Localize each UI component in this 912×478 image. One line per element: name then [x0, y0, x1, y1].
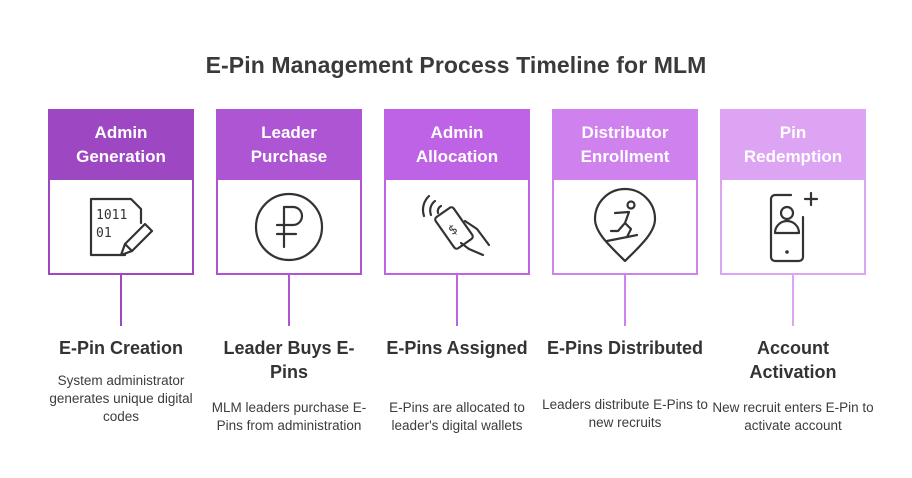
icon-box: [552, 180, 698, 275]
step-header: Leader Purchase: [216, 109, 362, 180]
diagram-title: E-Pin Management Process Timeline for ML…: [205, 52, 707, 78]
contactless-card-payment-icon: $: [421, 194, 491, 256]
icon-box: $: [384, 180, 530, 275]
timeline-connector: [624, 275, 626, 326]
timeline-connector: [456, 275, 458, 326]
ruble-coin-icon: [254, 192, 324, 261]
svg-text:$: $: [446, 221, 461, 238]
step-description: System administrator generates unique di…: [49, 373, 193, 424]
step-description: E-Pins are allocated to leader's digital…: [389, 400, 525, 433]
step-title: E-Pins Distributed: [546, 338, 703, 358]
svg-text:01: 01: [96, 226, 112, 241]
location-pin-skier-icon: [593, 187, 657, 262]
icon-box: [216, 180, 362, 275]
step-title: Account Activation: [749, 338, 837, 382]
phone-add-user-icon: [769, 191, 819, 262]
step-description: MLM leaders purchase E-Pins from adminis…: [211, 400, 367, 433]
step-description: Leaders distribute E-Pins to new recruit…: [542, 397, 708, 430]
timeline-connector: [792, 275, 794, 326]
step-title: Leader Buys E-Pins: [223, 338, 355, 382]
svg-text:1011: 1011: [96, 208, 127, 223]
step-title: E-Pin Creation: [58, 338, 183, 358]
step-header: Distributor Enrollment: [552, 109, 698, 180]
timeline-connector: [288, 275, 290, 326]
binary-document-edit-icon: 1011 01: [89, 197, 154, 256]
icon-box: [720, 180, 866, 275]
step-title: E-Pins Assigned: [386, 338, 528, 358]
icon-box: 1011 01: [48, 180, 194, 275]
step-header: Admin Allocation: [384, 109, 530, 180]
step-description: New recruit enters E-Pin to activate acc…: [712, 400, 874, 433]
step-header: Pin Redemption: [720, 109, 866, 180]
step-header: Admin Generation: [48, 109, 194, 180]
timeline-connector: [120, 275, 122, 326]
